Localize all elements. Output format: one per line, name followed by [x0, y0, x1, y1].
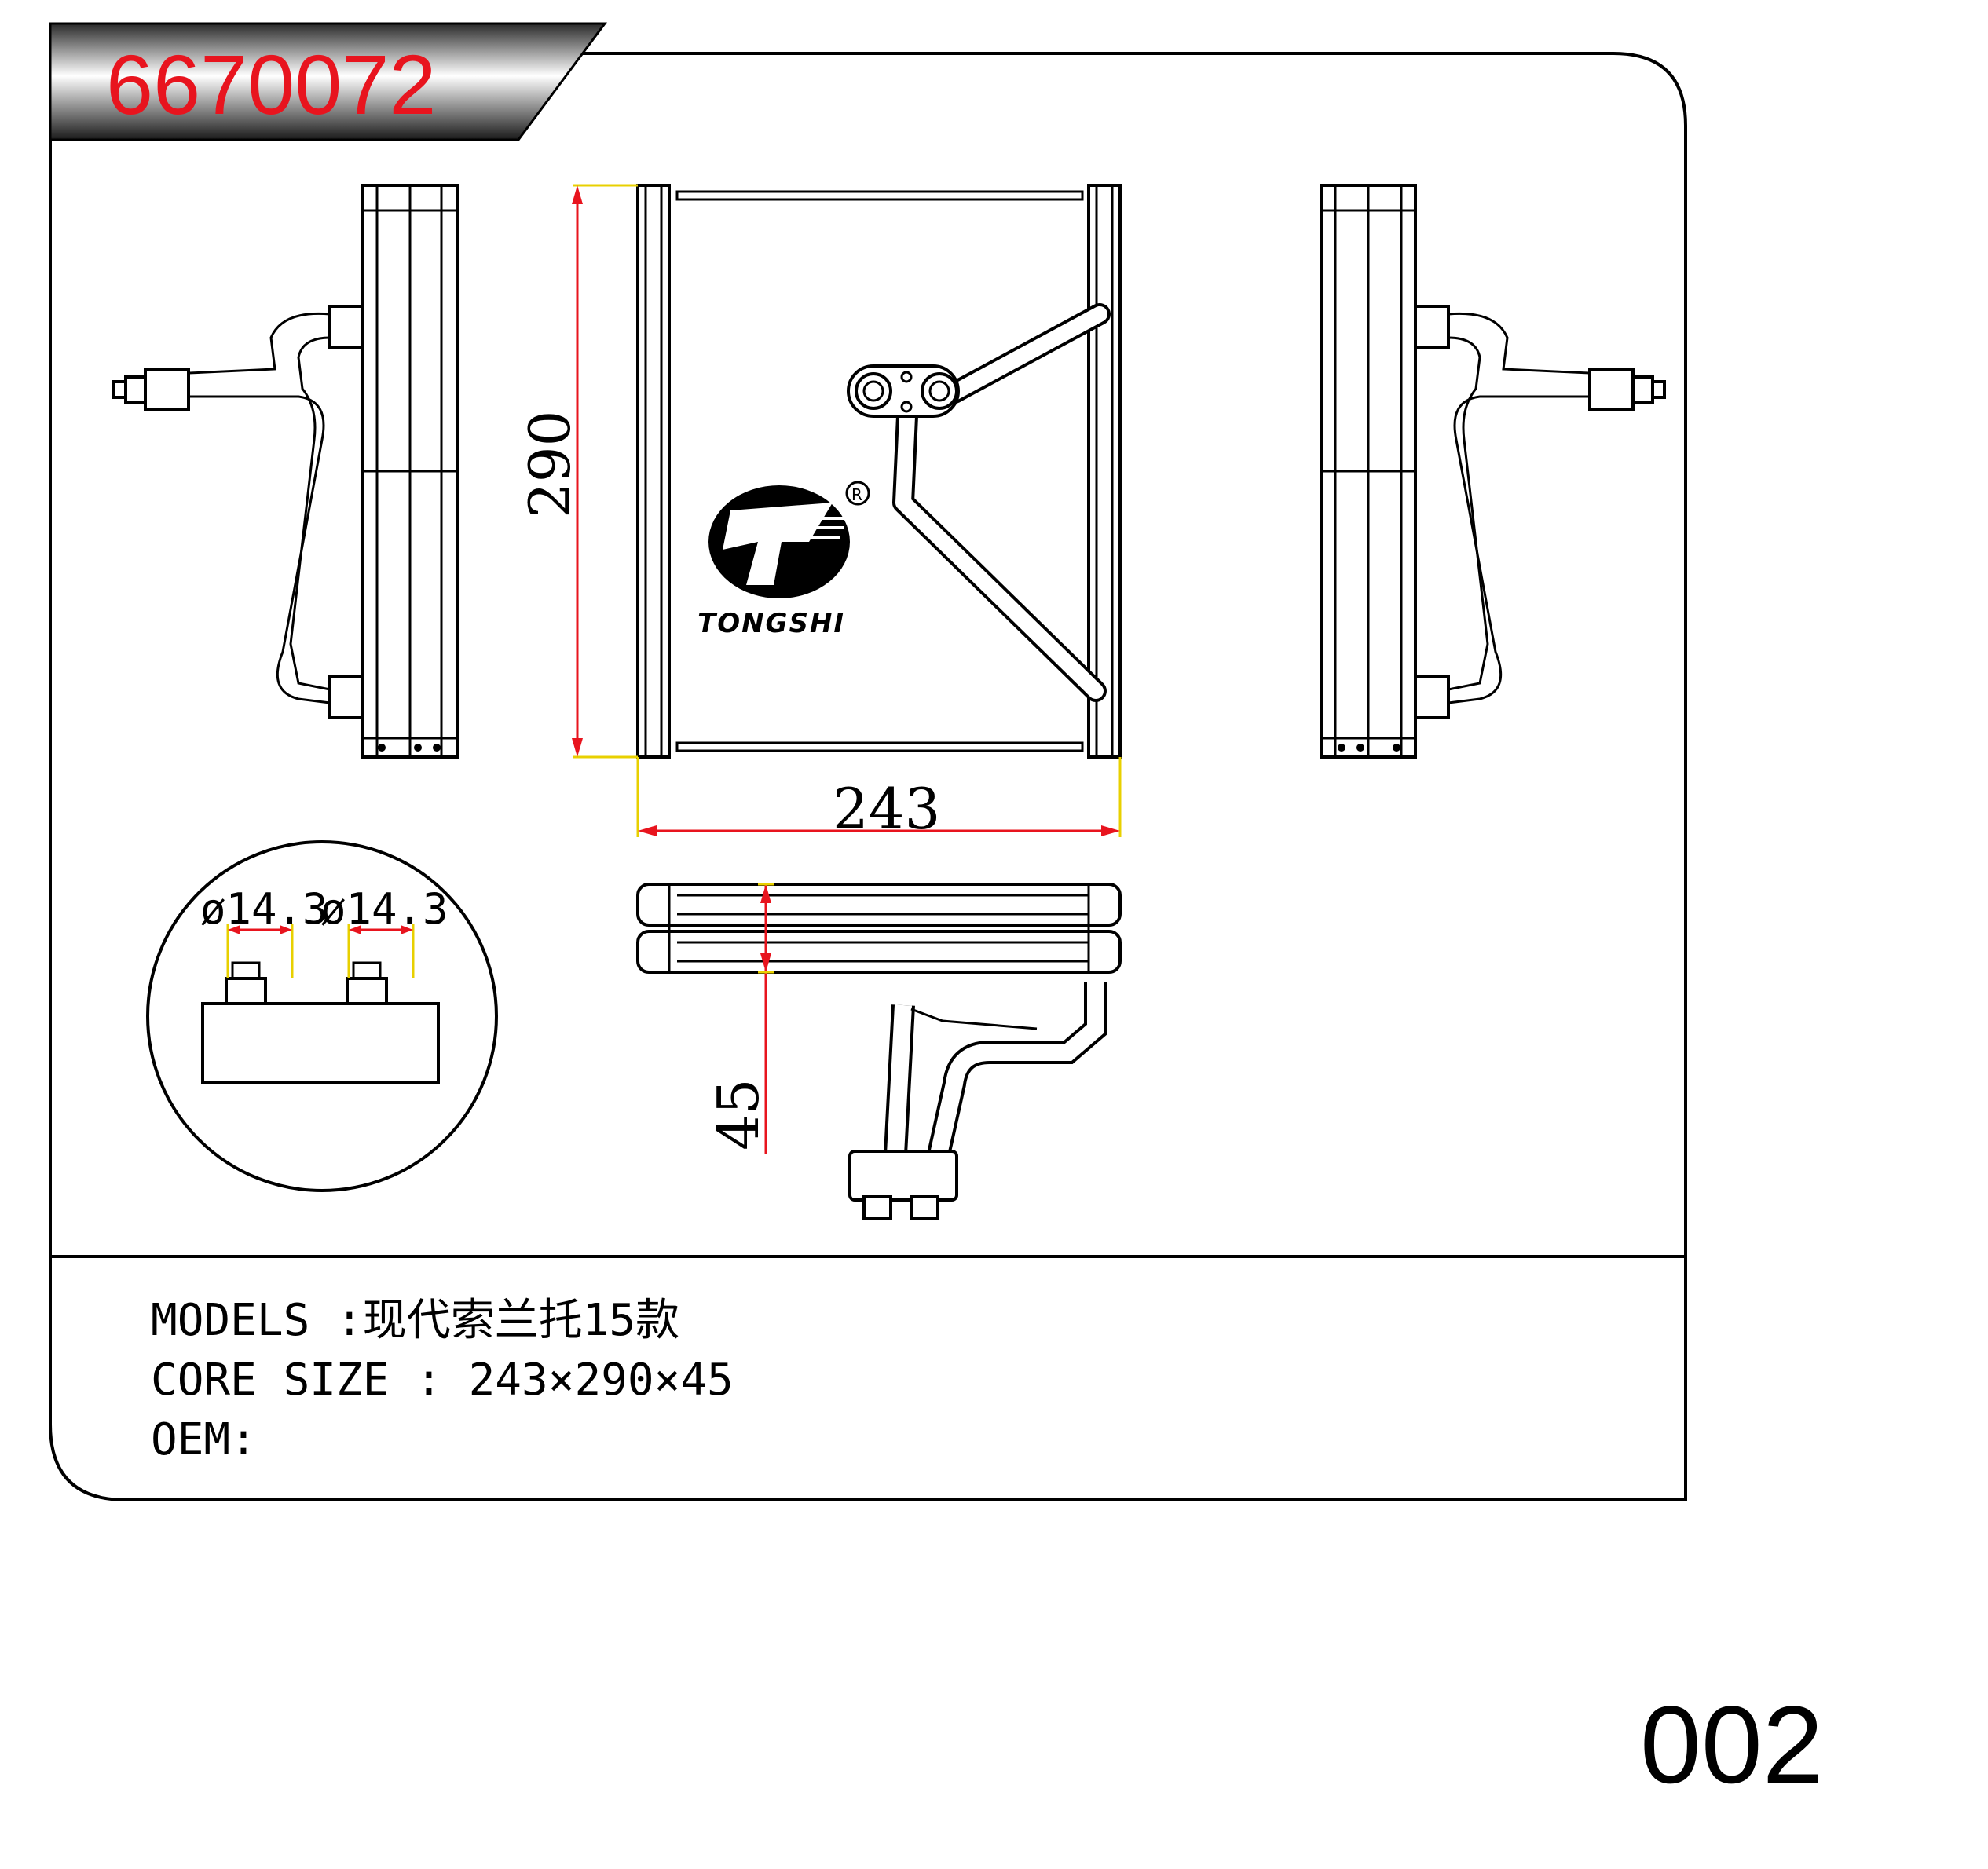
- registered-mark: R: [851, 485, 862, 504]
- pipe-diameter-right: ø14.3: [320, 884, 448, 934]
- oem-line: OEM:: [151, 1414, 257, 1465]
- height-dimension: 290: [517, 184, 638, 759]
- part-number: 6670072: [106, 37, 436, 132]
- bottom-view: [636, 883, 1122, 1220]
- part-number-banner: 6670072: [49, 22, 607, 141]
- width-label: 243: [833, 776, 940, 842]
- front-view: [636, 184, 1122, 759]
- height-label: 290: [517, 411, 583, 518]
- right-side-view: [1320, 184, 1666, 759]
- page-number: 002: [1640, 1683, 1824, 1806]
- spec-info: MODELS :现代索兰托15款 CORE SIZE : 243×290×45 …: [151, 1295, 734, 1465]
- sheet-frame: [49, 52, 1687, 1501]
- pipe-detail-circle: ø14.3 ø14.3: [146, 840, 498, 1192]
- tongshi-logo: R TONGSHI: [697, 481, 870, 639]
- depth-dimension: 45: [705, 883, 774, 1154]
- models-line: MODELS :现代索兰托15款: [151, 1295, 679, 1346]
- core-size-line: CORE SIZE : 243×290×45: [151, 1355, 734, 1406]
- depth-label: 45: [705, 1078, 771, 1150]
- pipe-diameter-left: ø14.3: [200, 884, 328, 934]
- width-dimension: 243: [636, 757, 1122, 842]
- brand-name: TONGSHI: [697, 608, 845, 639]
- left-side-view: [112, 184, 459, 759]
